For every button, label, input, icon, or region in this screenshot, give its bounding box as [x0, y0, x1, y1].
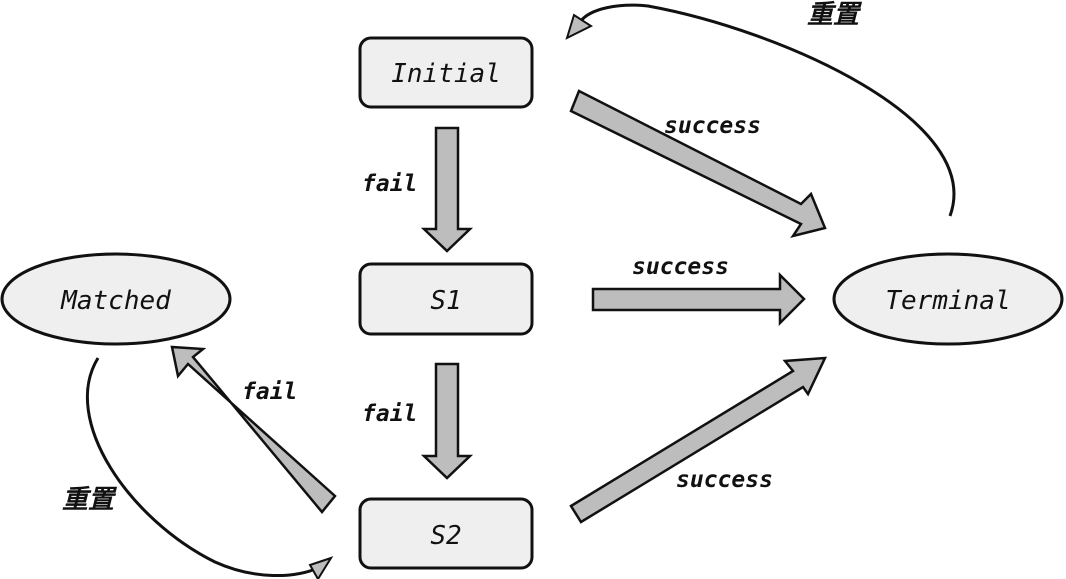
- arrow-s2-to-matched: [170, 345, 337, 514]
- node-terminal-label: Terminal: [885, 286, 1010, 316]
- node-initial-label: Initial: [391, 59, 501, 89]
- curve-matched-to-s2: [86, 357, 319, 578]
- edge-label-s2-to-terminal: success: [676, 467, 773, 493]
- edge-s1-to-terminal: success: [591, 254, 806, 327]
- edge-terminal-to-initial: 重置: [565, 0, 956, 217]
- arrowhead-matched-to-s2: [308, 556, 334, 579]
- node-terminal: Terminal: [832, 252, 1064, 346]
- edge-label-initial-to-terminal: success: [664, 113, 761, 139]
- arrow-s1-to-s2: [420, 362, 474, 480]
- arrow-initial-to-terminal: [569, 89, 827, 238]
- node-s1: S1: [358, 262, 534, 336]
- edge-label-s2-to-matched: fail: [242, 379, 297, 405]
- edge-s2-to-terminal: success: [569, 356, 828, 524]
- edge-label-s1-to-terminal: success: [632, 254, 729, 280]
- node-matched: Matched: [0, 252, 232, 346]
- node-initial: Initial: [358, 36, 534, 109]
- edge-label-terminal-to-initial: 重置: [807, 0, 863, 30]
- edge-label-matched-to-s2: 重置: [62, 485, 118, 515]
- edge-s1-to-s2: fail: [362, 362, 474, 480]
- curve-terminal-to-initial: [578, 3, 956, 217]
- arrow-s1-to-terminal: [591, 271, 806, 327]
- node-s2-label: S2: [430, 521, 461, 551]
- node-s1-label: S1: [430, 286, 461, 316]
- edge-label-initial-to-s1: fail: [362, 171, 417, 197]
- arrowhead-terminal-to-initial: [565, 13, 594, 40]
- node-matched-label: Matched: [60, 286, 171, 316]
- edge-s2-to-matched: fail: [170, 345, 337, 514]
- arrow-initial-to-s1: [420, 126, 474, 253]
- edge-matched-to-s2: 重置: [62, 357, 334, 579]
- edge-initial-to-terminal: success: [569, 89, 827, 238]
- edge-label-s1-to-s2: fail: [362, 401, 417, 427]
- node-s2: S2: [358, 497, 534, 570]
- edge-initial-to-s1: fail: [362, 126, 474, 253]
- arrow-s2-to-terminal: [569, 356, 828, 524]
